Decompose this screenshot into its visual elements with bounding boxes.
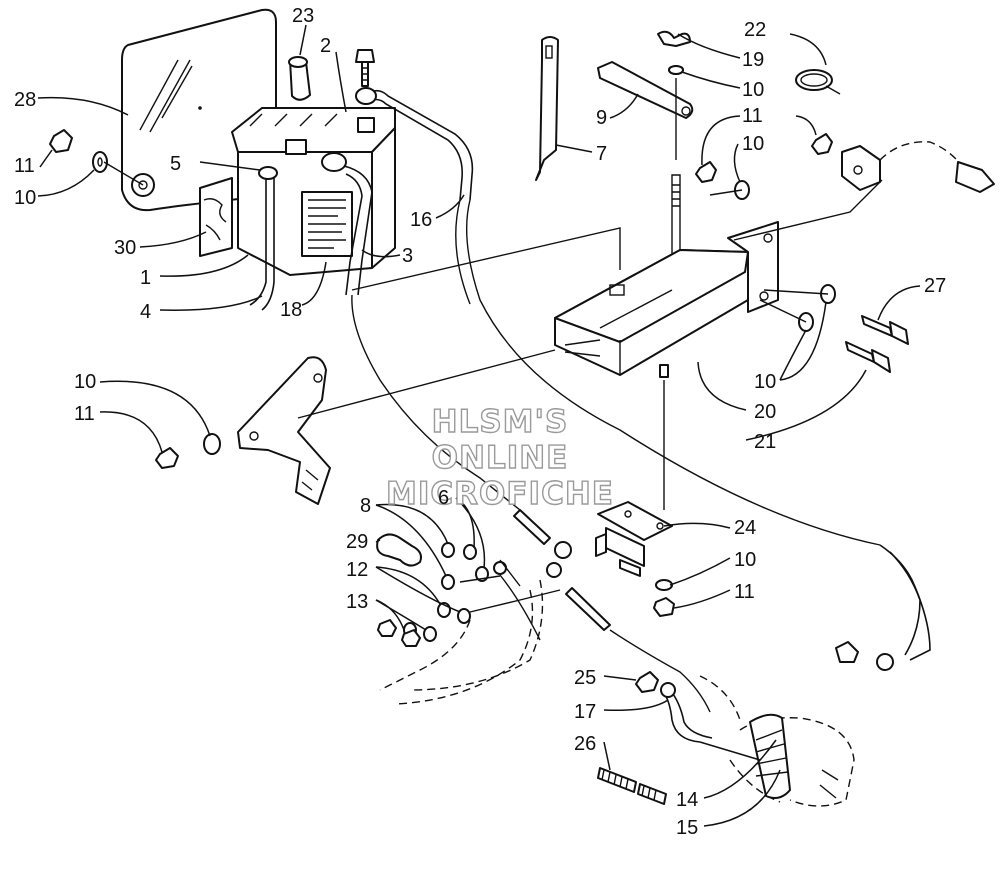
callout-25: 25 xyxy=(574,667,596,689)
callout-29: 29 xyxy=(346,531,368,553)
callout-15: 15 xyxy=(676,817,698,839)
callout-labels: 28 11 10 5 30 1 4 18 3 23 2 16 7 9 19 10… xyxy=(14,5,946,839)
callout-10-left: 10 xyxy=(14,187,36,209)
negative-cable xyxy=(321,152,521,511)
leader-lines xyxy=(37,24,921,827)
cable-end-right xyxy=(835,544,931,671)
springs xyxy=(597,767,667,805)
callout-11-bracket: 11 xyxy=(74,403,95,425)
callout-11-left: 11 xyxy=(14,155,35,177)
callout-21: 21 xyxy=(754,431,776,453)
callout-26: 26 xyxy=(574,733,596,755)
callout-5: 5 xyxy=(170,153,181,175)
callout-10-solenoid: 10 xyxy=(734,549,756,571)
callout-12: 12 xyxy=(346,559,368,581)
callout-22: 22 xyxy=(744,19,766,41)
callout-6: 6 xyxy=(438,487,449,509)
callout-30: 30 xyxy=(114,237,136,259)
battery-tray xyxy=(554,221,779,376)
solenoid-cables xyxy=(379,509,611,705)
callout-23: 23 xyxy=(292,5,314,27)
callout-19: 19 xyxy=(742,49,764,71)
callout-11-solenoid: 11 xyxy=(734,581,755,603)
callout-10-right: 10 xyxy=(754,371,776,393)
rubber-boot xyxy=(376,533,422,567)
callout-14: 14 xyxy=(676,789,698,811)
callout-9: 9 xyxy=(596,107,607,129)
callout-20: 20 xyxy=(754,401,776,423)
callout-18: 18 xyxy=(280,299,302,321)
bolt-27 xyxy=(861,315,909,345)
terminal-cover xyxy=(288,56,311,101)
mounting-bracket xyxy=(237,356,331,505)
callout-17: 17 xyxy=(574,701,596,723)
bracket-strap xyxy=(535,36,559,181)
watermark-line-2: ONLINE xyxy=(432,440,569,476)
clamp-bar xyxy=(597,61,694,119)
callout-13: 13 xyxy=(346,591,368,613)
watermark: HLSM'S ONLINE MICROFICHE xyxy=(385,403,614,512)
callout-27: 27 xyxy=(924,275,946,297)
watermark-line-3: MICROFICHE xyxy=(386,476,614,512)
callout-4: 4 xyxy=(140,301,151,323)
terminal-bolt xyxy=(355,49,375,87)
callout-8: 8 xyxy=(360,495,371,517)
callout-10-mid: 10 xyxy=(742,133,764,155)
assembly-guide-lines xyxy=(103,161,883,613)
callout-16: 16 xyxy=(410,209,432,231)
callout-10-top: 10 xyxy=(742,79,764,101)
hold-down-strap xyxy=(249,166,278,311)
positive-cable xyxy=(355,87,881,546)
callout-2: 2 xyxy=(320,35,331,57)
starter-motor xyxy=(609,629,855,807)
callout-28: 28 xyxy=(14,89,36,111)
callout-24-visible: 24 xyxy=(734,517,756,539)
starter-solenoid xyxy=(595,501,673,577)
callout-1: 1 xyxy=(140,267,151,289)
callout-10-bracket: 10 xyxy=(74,371,96,393)
battery-pad xyxy=(199,177,233,257)
callout-11-top: 11 xyxy=(742,105,763,127)
callout-7: 7 xyxy=(596,143,607,165)
battery xyxy=(231,107,396,276)
watermark-line-1: HLSM'S xyxy=(432,404,569,440)
harness-connector xyxy=(841,141,995,193)
callout-3: 3 xyxy=(402,245,413,267)
hose-clamp xyxy=(795,69,841,95)
bolt-21 xyxy=(845,341,891,373)
